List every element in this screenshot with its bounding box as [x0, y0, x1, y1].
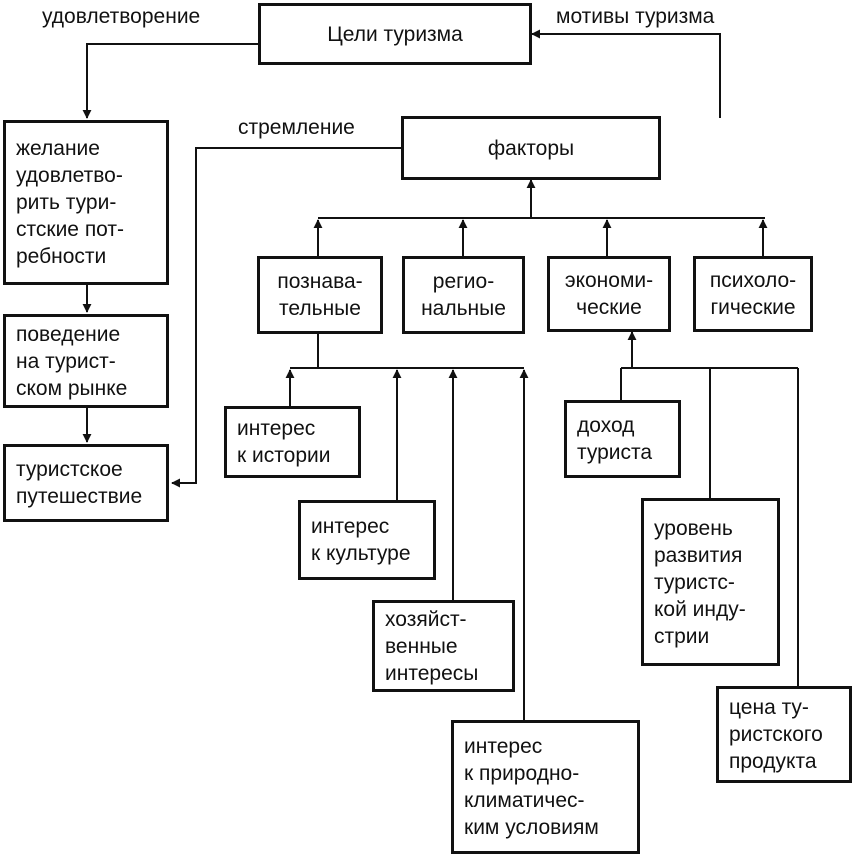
label-satisfaction: удовлетворение [42, 5, 201, 28]
label-motives: мотивы туризма [556, 5, 715, 28]
box-industry-line: кой инду- [654, 597, 746, 621]
box-industry: уровень развития туристс- кой инду- стри… [641, 498, 780, 666]
box-business-line: венные [385, 634, 458, 658]
box-regional-line: нальные [421, 297, 506, 320]
box-regional-line: регио- [432, 270, 495, 293]
box-business-line: хозяйст- [385, 607, 467, 631]
box-economic-line: экономи- [564, 269, 654, 292]
box-desire: желание удовлетво- рить тури- стские пот… [3, 120, 169, 285]
box-behavior-line: ском рынке [16, 376, 128, 400]
box-desire-line: желание [16, 137, 100, 160]
box-psychological: психоло- гические [693, 256, 813, 332]
box-price-line: цена ту- [729, 696, 809, 719]
box-nature-line: к природно- [464, 762, 580, 785]
box-culture-line: интерес [311, 515, 390, 538]
box-desire-line: ребности [16, 245, 107, 268]
box-price-line: ристского [729, 723, 823, 746]
box-history-line: интерес [237, 417, 316, 440]
box-desire-line: рить тури- [16, 191, 117, 214]
box-cognitive: познава- тельные [257, 256, 383, 334]
box-behavior-line: на турист- [16, 349, 116, 373]
box-history-line: к истории [237, 444, 331, 467]
box-industry-line: уровень [654, 516, 733, 540]
box-trip-line: путешествие [16, 485, 143, 508]
box-culture-line: к культуре [311, 542, 411, 565]
box-factors-text: факторы [487, 136, 575, 160]
box-income-line: туриста [577, 441, 653, 464]
box-business-line: интересы [385, 661, 479, 685]
box-goals-text: Цели туризма [327, 22, 463, 46]
box-economic: экономи- ческие [547, 256, 671, 332]
arrow-factors-to-trip [171, 147, 403, 488]
box-industry-line: туристс- [654, 570, 735, 594]
box-psychological-line: гические [710, 296, 796, 319]
box-behavior: поведение на турист- ском рынке [3, 314, 169, 408]
box-price: цена ту- ристского продукта [716, 686, 852, 783]
box-trip-line: туристское [16, 458, 123, 481]
label-aspiration: стремление [238, 116, 355, 139]
box-desire-line: стские пот- [16, 218, 125, 241]
box-cognitive-line: тельные [279, 297, 361, 320]
box-behavior-line: поведение [16, 322, 121, 346]
box-nature-line: интерес [464, 735, 543, 758]
box-culture: интерес к культуре [298, 500, 436, 580]
box-economic-line: ческие [576, 296, 642, 319]
box-trip: туристское путешествие [3, 444, 169, 522]
box-income: доход туриста [564, 400, 681, 478]
box-nature-line: климатичес- [464, 789, 585, 812]
arrow-factors-to-goals [531, 29, 721, 118]
arrow-goals-to-desire [82, 43, 260, 119]
box-regional: регио- нальные [402, 256, 525, 334]
box-factors: факторы [401, 116, 661, 180]
box-goals: Цели туризма [258, 3, 532, 65]
box-psychological-line: психоло- [709, 269, 797, 292]
box-desire-line: удовлетво- [16, 164, 123, 187]
box-nature-line: ким условиям [464, 816, 599, 839]
box-business: хозяйст- венные интересы [372, 600, 515, 692]
box-industry-line: стрии [654, 624, 710, 648]
box-history: интерес к истории [224, 406, 361, 478]
box-income-line: доход [577, 414, 635, 437]
box-price-line: продукта [729, 750, 817, 773]
box-nature: интерес к природно- климатичес- ким усло… [451, 720, 640, 854]
box-industry-line: развития [654, 543, 743, 567]
box-cognitive-line: познава- [277, 270, 363, 293]
